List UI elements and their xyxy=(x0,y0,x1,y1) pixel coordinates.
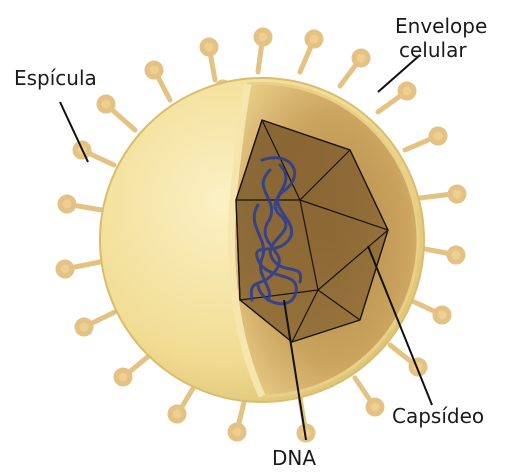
spike xyxy=(116,355,150,384)
spike xyxy=(405,129,445,150)
label-envelope-celular: Envelope celular xyxy=(395,14,487,62)
label-envelope-line1: Envelope xyxy=(395,14,487,38)
label-dna: DNA xyxy=(272,446,316,470)
spike xyxy=(147,63,170,100)
label-envelope-line2: celular xyxy=(395,38,487,62)
spike xyxy=(170,385,195,421)
label-espicula: Espícula xyxy=(14,66,97,90)
spike xyxy=(390,345,425,374)
spike xyxy=(230,398,245,439)
spike xyxy=(58,262,100,276)
spike xyxy=(420,248,463,262)
spike xyxy=(60,197,102,211)
spike xyxy=(420,187,464,201)
spike xyxy=(300,32,321,72)
spike xyxy=(340,51,368,86)
spike xyxy=(410,300,449,322)
label-capsideo: Capsídeo xyxy=(392,404,484,428)
spike xyxy=(77,312,115,334)
spike xyxy=(355,378,382,414)
spike xyxy=(202,40,216,80)
spike xyxy=(99,97,135,130)
spike xyxy=(256,30,270,72)
